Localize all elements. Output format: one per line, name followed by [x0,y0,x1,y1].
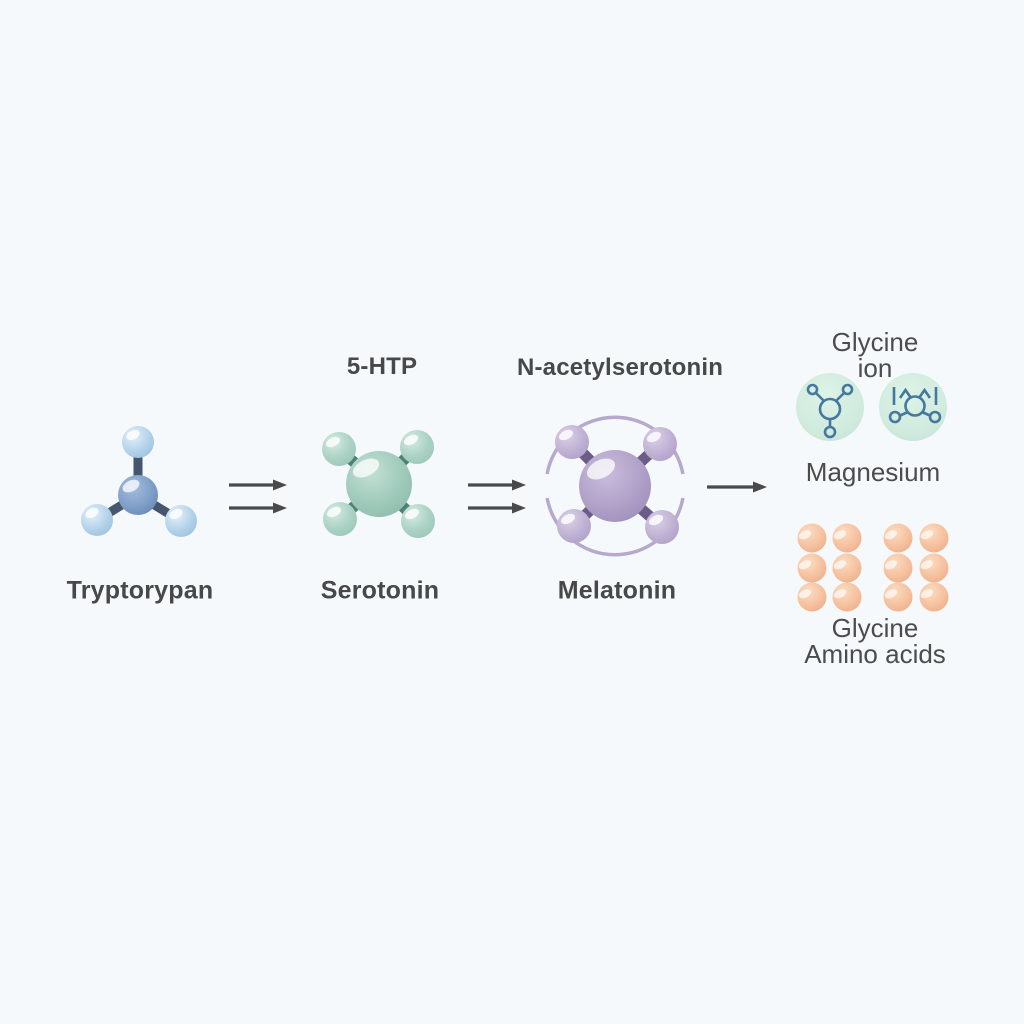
melatonin-label: Melatonin [557,576,677,605]
glycine-ion-label: Glycine ion [832,329,919,381]
glycine-ion-label-line1: Glycine [831,327,919,357]
amino-acids-label-line2: Amino acids [804,639,946,669]
serotonin-label: Serotonin [320,576,440,605]
intermediate-5htp-label: 5-HTP [346,353,418,380]
glycine-ion-icon [796,373,864,441]
reaction-arrow-single-icon [707,481,767,493]
amino-acids-label: Glycine Amino acids [804,615,946,667]
magnesium-label: Magnesium [805,457,941,487]
magnesium-icon [879,373,947,441]
intermediate-nacetylserotonin-label: N-acetylserotonin [516,354,724,381]
amino-acid-granules-icon [797,523,949,612]
serotonin-molecule-icon [322,430,435,538]
reaction-arrow-double-2-icon [468,479,526,514]
melatonin-molecule-icon [545,415,685,557]
cofactor-circles [796,373,947,441]
tryptophan-label: Tryptorypan [66,576,214,605]
reaction-arrow-double-1-icon [229,479,287,514]
glycine-ion-label-line2: ion [857,353,893,383]
tryptophan-molecule-icon [81,426,197,537]
amino-acids-label-line1: Glycine [831,613,919,643]
